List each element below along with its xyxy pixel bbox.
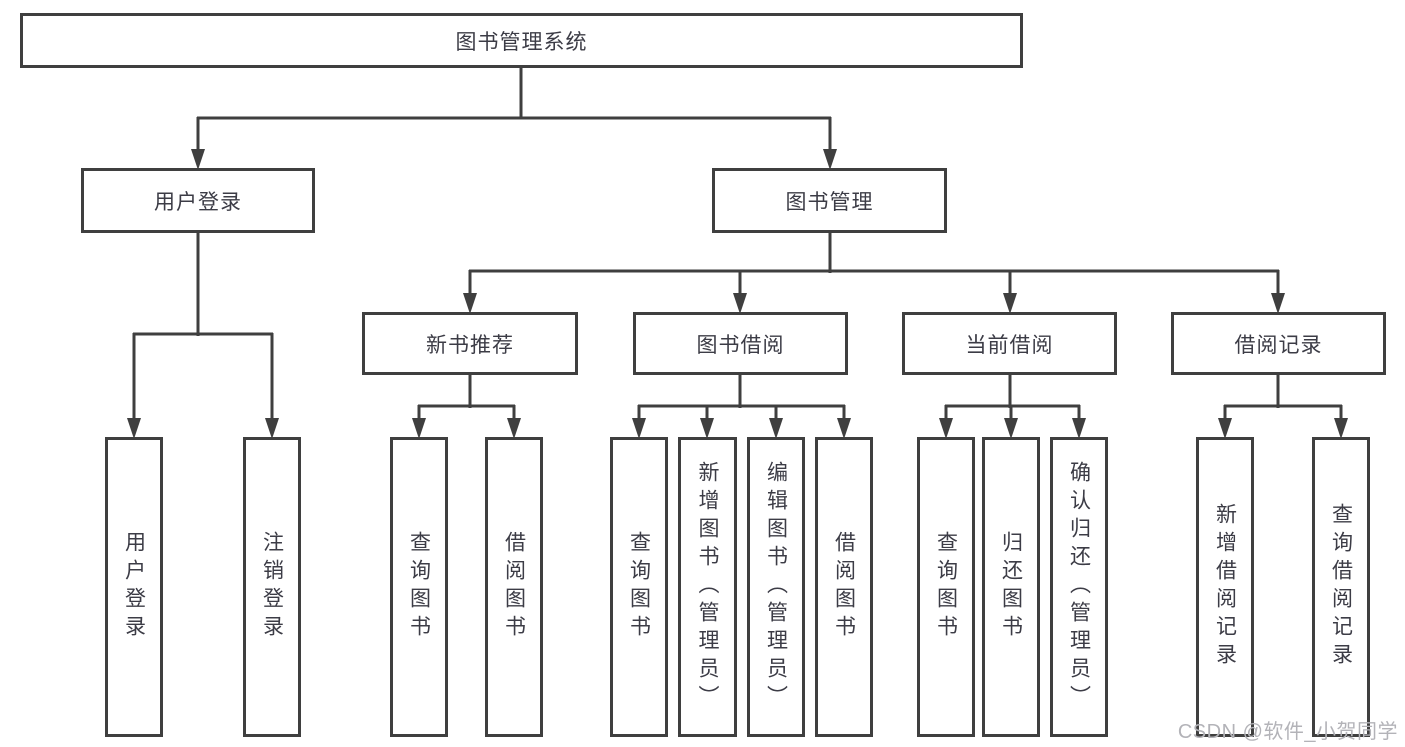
connector-userlogin-to-leaves xyxy=(132,233,274,420)
leaf-query-borrow-record: 查询借阅记录 xyxy=(1312,437,1370,737)
node-user-login: 用户登录 xyxy=(81,168,315,233)
leaf-query-books-recommend: 查询图书 xyxy=(390,437,448,737)
node-new-book-recommendation: 新书推荐 xyxy=(362,312,578,375)
leaf-return-books: 归还图书 xyxy=(982,437,1040,737)
connector-bookborrow-to-leaves xyxy=(637,375,846,420)
node-borrowing-records: 借阅记录 xyxy=(1171,312,1386,375)
node-book-borrowing: 图书借阅 xyxy=(633,312,848,375)
node-book-management: 图书管理 xyxy=(712,168,947,233)
leaf-add-borrow-record: 新增借阅记录 xyxy=(1196,437,1254,737)
leaf-confirm-return-admin: 确认归还（管理员） xyxy=(1050,437,1108,737)
connector-bookmgmt-to-level3 xyxy=(468,233,1280,296)
node-library-management-system: 图书管理系统 xyxy=(20,13,1023,68)
leaf-edit-books-admin: 编辑图书（管理员） xyxy=(747,437,805,737)
connector-borrowrecords-to-leaves xyxy=(1223,375,1343,420)
connector-newbookrec-to-leaves xyxy=(417,375,516,420)
connector-root-to-level2 xyxy=(196,68,832,152)
leaf-query-books-current: 查询图书 xyxy=(917,437,975,737)
leaf-borrow-books: 借阅图书 xyxy=(815,437,873,737)
arrow-head-icons xyxy=(127,149,1348,439)
leaf-user-login: 用户登录 xyxy=(105,437,163,737)
csdn-watermark: CSDN @软件_小贺同学 xyxy=(1177,721,1398,743)
leaf-borrow-books-recommend: 借阅图书 xyxy=(485,437,543,737)
connector-currentborrow-to-leaves xyxy=(944,375,1081,420)
leaf-logout: 注销登录 xyxy=(243,437,301,737)
node-current-borrowing: 当前借阅 xyxy=(902,312,1117,375)
leaf-add-books-admin: 新增图书（管理员） xyxy=(678,437,737,737)
leaf-query-books-borrow: 查询图书 xyxy=(610,437,668,737)
